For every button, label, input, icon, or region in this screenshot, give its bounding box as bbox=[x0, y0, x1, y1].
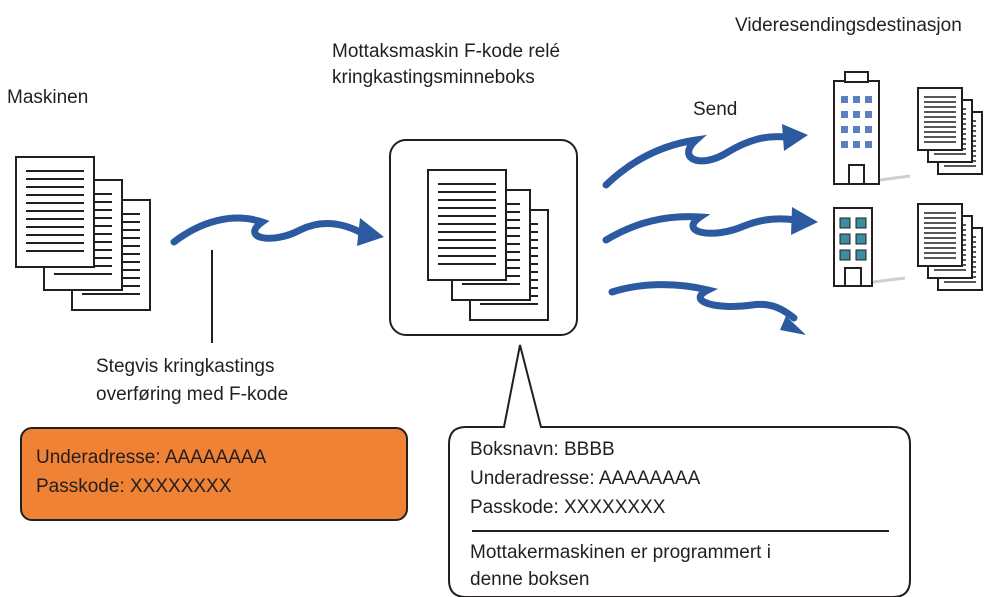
transfer-label-line1: Stegvis kringkastings bbox=[96, 356, 275, 377]
fax-arrow-icon bbox=[602, 207, 818, 244]
relay-title-line1: Mottaksmaskin F-kode relé bbox=[332, 41, 561, 62]
sender-subaddress: Underadresse: AAAAAAAA bbox=[36, 447, 267, 468]
box-subaddress: Underadresse: AAAAAAAA bbox=[470, 468, 701, 489]
box-passcode: Passkode: XXXXXXXX bbox=[470, 497, 666, 518]
relay-title-line2: kringkastingsminneboks bbox=[332, 67, 535, 88]
destination-document-stack-icon bbox=[917, 87, 983, 175]
box-name: Boksnavn: BBBB bbox=[470, 439, 615, 460]
relay-memory-box-icon bbox=[389, 139, 578, 336]
box-note-line2: denne boksen bbox=[470, 569, 590, 590]
sender-label: Maskinen bbox=[7, 87, 89, 108]
fax-arrow-icon bbox=[170, 214, 384, 246]
send-label: Send bbox=[693, 99, 738, 120]
destination-document-stack-icon bbox=[917, 203, 983, 291]
fax-arrow-icon bbox=[608, 281, 806, 335]
sender-settings-box: Underadresse: AAAAAAAA Passkode: XXXXXXX… bbox=[20, 427, 408, 521]
sender-document-stack-icon bbox=[15, 156, 151, 311]
sender-passcode: Passkode: XXXXXXXX bbox=[36, 476, 232, 497]
transfer-label-line2: overføring med F-kode bbox=[96, 384, 289, 405]
destination-label: Videresendingsdestinasjon bbox=[735, 15, 962, 36]
office-building-icon bbox=[833, 71, 911, 185]
box-note-line1: Mottakermaskinen er programmert i bbox=[470, 542, 771, 563]
fax-arrow-icon bbox=[602, 124, 808, 189]
small-building-icon bbox=[833, 207, 906, 287]
